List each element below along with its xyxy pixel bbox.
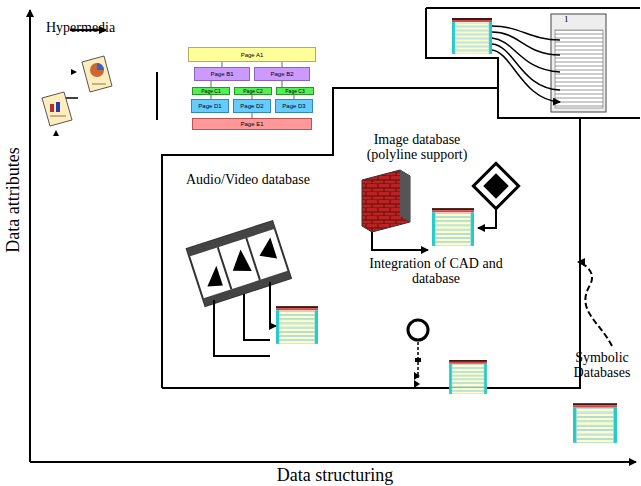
page-title: Page D2 <box>240 103 263 109</box>
page-box: Page C1 <box>192 87 230 95</box>
page-box: Page B2 <box>254 67 310 81</box>
page-title: Page C2 <box>243 89 262 94</box>
region-label: Integration of CAD and database <box>366 256 506 287</box>
axis-label: Data structuring <box>240 466 430 486</box>
axis-label: Data attributes <box>4 120 24 280</box>
page-box: Page C3 <box>276 87 314 95</box>
page-box: Page C2 <box>234 87 272 95</box>
page-box: Page A1 <box>188 47 316 62</box>
hypermedia-label: Hypermedia <box>46 20 115 35</box>
page-title: Page E1 <box>240 121 263 127</box>
page-title: Page B2 <box>270 71 293 77</box>
page-title: Page B1 <box>210 71 233 77</box>
page-title: Page A1 <box>241 52 264 58</box>
page-box: Page D2 <box>233 99 271 113</box>
page-title: Page C1 <box>201 89 220 94</box>
page-box: Page D3 <box>275 99 313 113</box>
page-title: Page D1 <box>198 103 221 109</box>
region-label: Image database (polyline support) <box>352 132 482 163</box>
page-box: Page B1 <box>194 67 250 81</box>
callout-number: 1 <box>564 15 569 25</box>
page-box: Page E1 <box>192 118 312 130</box>
page-title: Page D3 <box>282 103 305 109</box>
region-label: Audio/Video database <box>186 172 310 187</box>
region-label: Symbolic Databases <box>566 350 638 381</box>
page-title: Page C3 <box>285 89 304 94</box>
page-box: Page D1 <box>191 99 229 113</box>
